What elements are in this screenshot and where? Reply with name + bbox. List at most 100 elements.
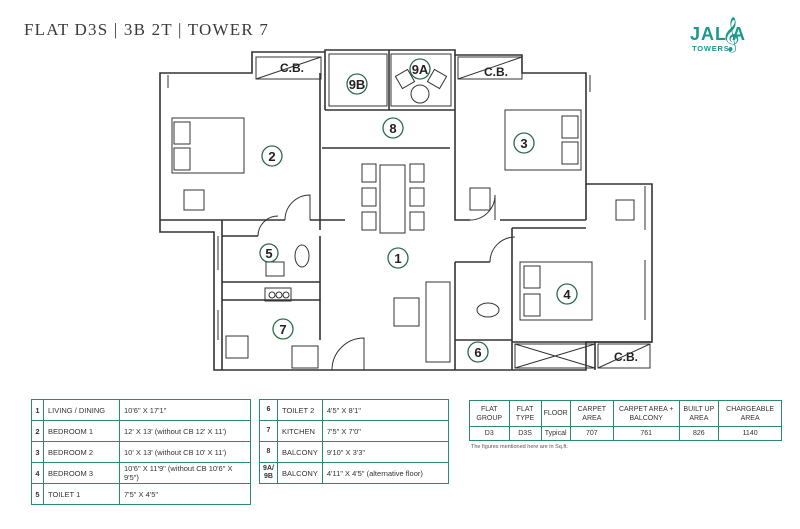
marker-circle-7 [272, 318, 294, 340]
wall [454, 55, 586, 221]
value-chargeable: 1140 [718, 426, 782, 441]
table-row: D3 D3S Typical 707 761 826 1140 [469, 426, 782, 441]
cupboard-top-right [457, 56, 523, 80]
door-arc [469, 194, 496, 221]
room-size: 7'5" X 4'5" [119, 483, 251, 505]
table-row: 7 KITCHEN 7'5" X 7'0" [259, 420, 450, 442]
brand-logo: JAL A 𝄞 TOWERS [690, 20, 774, 68]
room-label-1: 1 [394, 251, 401, 266]
units-note: The figures mentioned here are in Sq.ft. [471, 444, 568, 450]
room-label-2: 2 [268, 149, 275, 164]
header-carpet-area: CARPET AREA [569, 400, 614, 427]
cb-label-top-right: C.B. [484, 65, 508, 79]
table-row: 8 BALCONY 9'10" X 3'3" [259, 441, 450, 463]
value-built-up: 826 [678, 426, 720, 441]
room-dimensions-table-right: 6 TOILET 2 4'5" X 8'1" 7 KITCHEN 7'5" X … [259, 399, 450, 484]
hatched-area [514, 343, 596, 369]
balcony-9b-box [328, 53, 388, 107]
room-size: 10'6" X 17'1" [119, 399, 251, 421]
marker-circle-6 [467, 341, 489, 363]
room-size: 7'5" X 7'0" [321, 420, 450, 442]
page-title: FLAT D3S | 3B 2T | TOWER 7 [24, 20, 270, 39]
door-arc [489, 236, 516, 263]
room-name: KITCHEN [277, 420, 323, 442]
room-number: 3 [31, 441, 44, 463]
room-dimensions-table-left: 1 LIVING / DINING 10'6" X 17'1" 2 BEDROO… [31, 399, 251, 505]
room-number: 4 [31, 462, 44, 484]
header-carpet-balcony: CARPET AREA + BALCONY [612, 400, 680, 427]
area-summary-table: FLAT GROUP FLAT TYPE FLOOR CARPET AREA C… [469, 400, 782, 441]
dining-table [379, 164, 406, 234]
room-size: 9'10" X 3'3" [321, 441, 450, 463]
door-arc [284, 194, 311, 221]
room-name: TOILET 1 [43, 483, 120, 505]
room-label-8: 8 [389, 121, 396, 136]
room-name: BALCONY [277, 441, 323, 463]
stove [264, 287, 292, 302]
door-arc [331, 337, 365, 371]
cb-label-bottom-right: C.B. [614, 350, 638, 364]
marker-circle-4 [556, 283, 578, 305]
value-flat-group: D3 [469, 426, 510, 441]
room-size: 4'11" X 4'5" (alternative floor) [321, 462, 450, 484]
cupboard-bottom-right [597, 343, 651, 369]
table-row: 5 TOILET 1 7'5" X 4'5" [31, 483, 251, 505]
room-number: 6 [259, 399, 278, 421]
wall [222, 299, 321, 340]
room-size: 10'6" X 11'9" (without CB 10'6" X 9'5") [119, 462, 251, 484]
table-row: 4 BEDROOM 3 10'6" X 11'9" (without CB 10… [31, 462, 251, 484]
bed-3 [519, 261, 593, 321]
fridge [291, 345, 319, 369]
bed-1 [171, 117, 245, 174]
value-flat-type: D3S [508, 426, 542, 441]
room-name: LIVING / DINING [43, 399, 120, 421]
header-flat-group: FLAT GROUP [469, 400, 510, 427]
balcony-9a-box [390, 53, 452, 107]
logo-subtitle: TOWERS [692, 44, 730, 53]
room-name: BEDROOM 2 [43, 441, 120, 463]
marker-circle-9b [346, 73, 368, 95]
sink [225, 335, 249, 359]
value-carpet-balcony: 761 [612, 426, 680, 441]
desk-2 [469, 187, 491, 211]
table-row: 6 TOILET 2 4'5" X 8'1" [259, 399, 450, 421]
room-number: 1 [31, 399, 44, 421]
marker-circle-8 [382, 117, 404, 139]
room-size: 4'5" X 8'1" [321, 399, 450, 421]
desk-3 [615, 199, 635, 221]
marker-circle-5 [259, 243, 279, 263]
room-number: 8 [259, 441, 278, 463]
room-label-5: 5 [265, 246, 272, 261]
header-built-up: BUILT UP AREA [678, 400, 720, 427]
room-label-7: 7 [279, 322, 286, 337]
room-number: 9A/ 9B [259, 462, 278, 484]
wc-2 [476, 302, 500, 318]
value-carpet-area: 707 [569, 426, 614, 441]
door-arc [257, 215, 279, 237]
header-flat-type: FLAT TYPE [508, 400, 542, 427]
coffee-table [393, 297, 420, 327]
table-row: 1 LIVING / DINING 10'6" X 17'1" [31, 399, 251, 421]
room-name: BEDROOM 3 [43, 462, 120, 484]
room-label-4: 4 [563, 287, 571, 302]
room-label-6: 6 [474, 345, 481, 360]
header-chargeable: CHARGEABLE AREA [718, 400, 782, 427]
room-size: 12' X 13' (without CB 12' X 11') [119, 420, 251, 442]
marker-circle-9a [409, 58, 431, 80]
value-floor: Typical [540, 426, 571, 441]
wc-1 [294, 244, 310, 268]
marker-circle-2 [261, 145, 283, 167]
table-header-row: FLAT GROUP FLAT TYPE FLOOR CARPET AREA C… [469, 400, 782, 427]
table-row: 9A/ 9B BALCONY 4'11" X 4'5" (alternative… [259, 462, 450, 484]
desk-1 [183, 189, 205, 211]
table-row: 2 BEDROOM 1 12' X 13' (without CB 12' X … [31, 420, 251, 442]
wall [221, 220, 320, 370]
sofa [425, 281, 451, 363]
room-label-3: 3 [520, 136, 527, 151]
room-number: 7 [259, 420, 278, 442]
table-row: 3 BEDROOM 2 10' X 13' (without CB 10' X … [31, 441, 251, 463]
marker-circle-3 [513, 132, 535, 154]
outer-wall [159, 49, 653, 371]
logo-wordmark: JAL A [690, 24, 747, 44]
cb-label-left: C.B. [280, 61, 304, 75]
